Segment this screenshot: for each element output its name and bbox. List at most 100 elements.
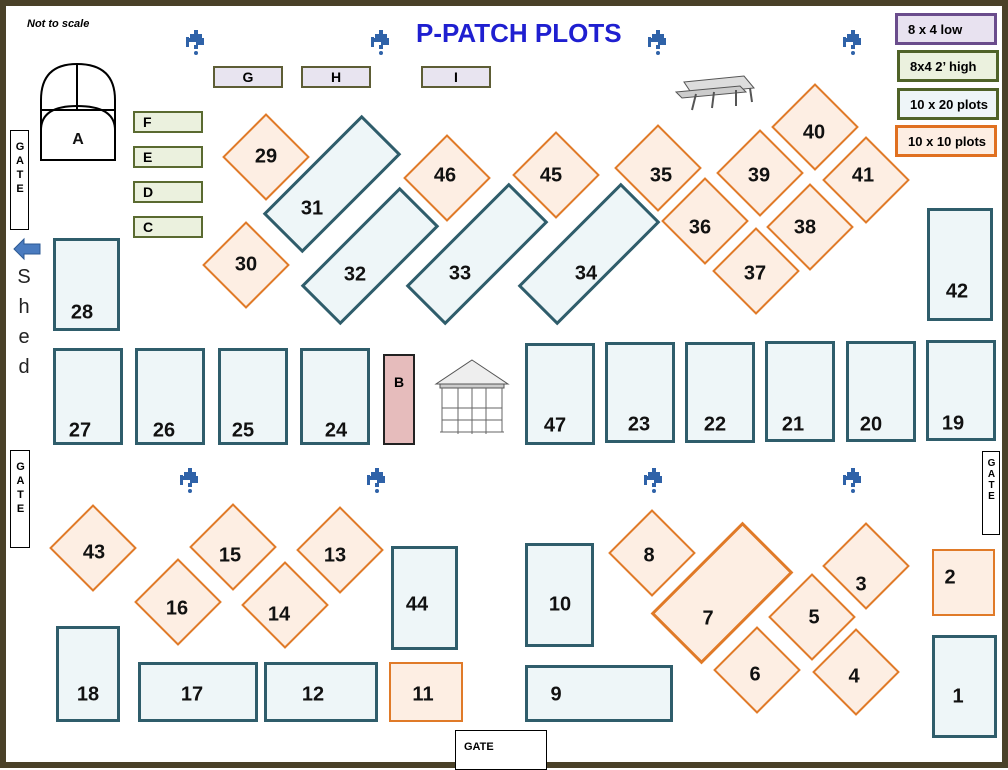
- plot-number-label: 20: [859, 413, 883, 436]
- plot-25[interactable]: [218, 348, 288, 445]
- plot-number-label: 37: [743, 262, 767, 285]
- water-tap-icon: [367, 468, 385, 493]
- plot-27[interactable]: [53, 348, 123, 445]
- plot-number-label: 19: [941, 412, 965, 435]
- not-to-scale-note: Not to scale: [27, 18, 90, 30]
- legend-8x4-high: 8x4 2’ high: [897, 50, 999, 82]
- plot-9[interactable]: [525, 665, 673, 722]
- gate-left-top: GATE: [10, 130, 29, 230]
- plot-number-label: 17: [180, 683, 204, 706]
- plot-number-label: 31: [300, 197, 324, 220]
- gazebo-icon: [434, 359, 510, 434]
- plot-number-label: 13: [323, 544, 347, 567]
- plot-47[interactable]: [525, 343, 595, 445]
- gate-label: GATE: [986, 458, 997, 502]
- plot-number-label: 10: [548, 593, 572, 616]
- plot-number-label: 21: [781, 413, 805, 436]
- plot-number-label: 9: [550, 683, 562, 706]
- plot-19[interactable]: [926, 340, 996, 441]
- plot-42[interactable]: [927, 208, 993, 321]
- plot-number-label: 36: [688, 216, 712, 239]
- gate-label: GATE: [14, 461, 27, 517]
- plot-e[interactable]: E: [133, 146, 203, 168]
- gate-label: GATE: [14, 141, 26, 197]
- gate-left-bottom: GATE: [10, 450, 30, 548]
- plot-number-label: 6: [749, 663, 761, 686]
- plot-number-label: 24: [324, 419, 348, 442]
- plot-number-label: 16: [165, 597, 189, 620]
- plot-c[interactable]: C: [133, 216, 203, 238]
- plot-22[interactable]: [685, 342, 755, 443]
- legend-10x10: 10 x 10 plots: [895, 125, 997, 157]
- plot-17[interactable]: [138, 662, 258, 722]
- plot-26[interactable]: [135, 348, 205, 445]
- plot-number-label: 40: [802, 121, 826, 144]
- plot-g[interactable]: G: [213, 66, 283, 88]
- page-title: P-PATCH PLOTS: [416, 18, 622, 48]
- plot-20[interactable]: [846, 341, 916, 442]
- plot-number-label: 39: [747, 164, 771, 187]
- plot-number-label: 33: [448, 262, 472, 285]
- plot-1[interactable]: [932, 635, 997, 738]
- plot-number-label: 38: [793, 216, 817, 239]
- legend-10x20: 10 x 20 plots: [897, 88, 999, 120]
- plot-number-label: 29: [254, 145, 278, 168]
- plot-number-label: 11: [412, 683, 434, 706]
- plot-number-label: 47: [543, 414, 567, 437]
- plot-number-label: 15: [218, 544, 242, 567]
- water-tap-icon: [180, 468, 198, 493]
- plot-number-label: 30: [234, 253, 258, 276]
- plot-34[interactable]: [517, 182, 661, 326]
- legend-8x4-low: 8 x 4 low: [895, 13, 997, 45]
- plot-number-label: 14: [267, 603, 291, 626]
- plot-44[interactable]: [391, 546, 458, 650]
- water-tap-icon: [843, 30, 861, 55]
- plot-number-label: 34: [574, 262, 598, 285]
- plot-33[interactable]: [405, 182, 549, 326]
- plot-h[interactable]: H: [301, 66, 371, 88]
- water-tap-icon: [644, 468, 662, 493]
- plot-number-label: 46: [433, 164, 457, 187]
- plot-number-label: 22: [703, 413, 727, 436]
- hoop-house-a: [40, 62, 116, 161]
- plot-number-label: 25: [231, 419, 255, 442]
- plot-number-label: 8: [643, 544, 655, 567]
- plot-number-label: 3: [855, 573, 867, 596]
- plot-18[interactable]: [56, 626, 120, 722]
- water-tap-icon: [843, 468, 861, 493]
- plot-number-label: 1: [952, 685, 964, 708]
- plot-number-label: 27: [68, 419, 92, 442]
- plot-number-label: 45: [539, 164, 563, 187]
- plot-number-label: 28: [70, 301, 94, 324]
- plot-number-label: 41: [851, 164, 875, 187]
- plot-f[interactable]: F: [133, 111, 203, 133]
- plot-number-label: 4: [848, 665, 860, 688]
- plot-23[interactable]: [605, 342, 675, 443]
- plot-number-label: 26: [152, 419, 176, 442]
- plot-2[interactable]: [932, 549, 995, 616]
- plot-number-label: 7: [702, 607, 714, 630]
- plot-number-label: 35: [649, 164, 673, 187]
- plot-number-label: 18: [76, 683, 100, 706]
- water-tap-icon: [186, 30, 204, 55]
- plot-11[interactable]: [389, 662, 463, 722]
- plot-label-a: A: [72, 131, 84, 148]
- plot-10[interactable]: [525, 543, 594, 647]
- plot-d[interactable]: D: [133, 181, 203, 203]
- plot-i[interactable]: I: [421, 66, 491, 88]
- water-tap-icon: [371, 30, 389, 55]
- plot-12[interactable]: [264, 662, 378, 722]
- plot-21[interactable]: [765, 341, 835, 442]
- plot-number-label: 23: [627, 413, 651, 436]
- plot-number-label: 43: [82, 541, 106, 564]
- gate-right: GATE: [982, 451, 1000, 535]
- plot-b[interactable]: B: [383, 354, 415, 445]
- picnic-table-icon: [674, 75, 755, 111]
- plot-24[interactable]: [300, 348, 370, 445]
- plot-number-label: 12: [301, 683, 325, 706]
- water-tap-icon: [648, 30, 666, 55]
- plot-28[interactable]: [53, 238, 120, 331]
- plot-number-label: 42: [945, 280, 969, 303]
